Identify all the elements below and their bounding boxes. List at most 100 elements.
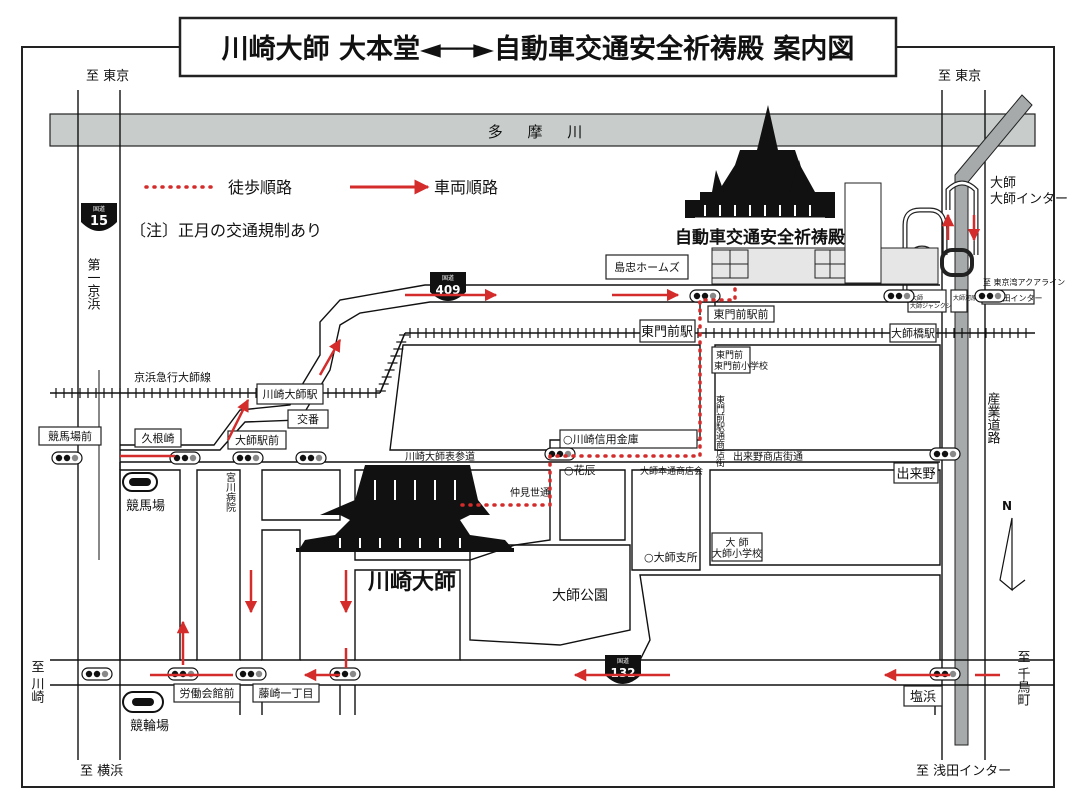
svg-text:15: 15 — [90, 214, 108, 229]
omotesando-label: 川崎大師表参道 — [405, 450, 475, 463]
int-keibajomae: 競馬場前 — [48, 429, 92, 443]
miyagawa-label: 宮川病院 — [224, 471, 236, 513]
walking-route — [460, 283, 737, 507]
svg-text:409: 409 — [435, 283, 460, 297]
daishi-shiten-label: ○大師支所 — [644, 550, 698, 564]
legend-note: 〔注〕正月の交通規制あり — [130, 221, 322, 240]
route-15-shield: 国道 15 — [81, 203, 117, 231]
sangyo-doro-label: 産業道路 — [985, 391, 1001, 444]
monzen-school-label: 東門前小学校 — [714, 360, 768, 372]
route-132-shield: 国道 132 — [605, 655, 641, 684]
traffic-signal — [81, 667, 113, 681]
railway-label: 京浜急行大師線 — [134, 370, 211, 384]
keirinjo-track — [122, 691, 164, 713]
north-compass: N — [999, 499, 1026, 592]
monzen-shotengai-label: 東門前駅通商店街 — [714, 394, 725, 468]
kitoden-label: 自動車交通安全祈祷殿 — [675, 227, 846, 248]
shimachu-box — [605, 254, 689, 280]
int-kuneyaki-box — [134, 428, 182, 448]
int-fujisaki: 藤崎一丁目 — [259, 686, 314, 700]
svg-text:国道: 国道 — [93, 205, 105, 213]
title-box — [178, 16, 898, 78]
daishi-kawara-label: 大師河原 — [953, 294, 977, 302]
legend: 徒歩順路 車両順路 〔注〕正月の交通規制あり — [130, 178, 498, 240]
vehicle-route — [120, 288, 1000, 682]
demachi-label: 出来野商店街通 — [733, 450, 803, 463]
shimachu-label: 島忠ホームズ — [614, 260, 680, 274]
keibajo-track — [122, 472, 158, 492]
traffic-signal — [883, 289, 915, 303]
daishi-ic-label: 大師インター — [990, 192, 1068, 207]
legend-walk: 徒歩順路 — [228, 178, 292, 197]
compass-n: N — [1002, 499, 1012, 513]
dir-kawasaki: 至 川崎 — [29, 660, 45, 704]
koban-box — [287, 409, 329, 429]
daishi-kawara-box — [950, 289, 968, 313]
int-rodokaikanmae: 労働会館前 — [180, 686, 235, 700]
dir-chidorimachi: 至 千鳥町 — [1015, 650, 1031, 707]
int-dekino: 出来野 — [896, 467, 935, 482]
int-daishiekimae: 大師駅前 — [235, 433, 279, 447]
daishi-school-box — [711, 532, 763, 562]
svg-text:132: 132 — [610, 666, 635, 680]
legend-car: 車両順路 — [434, 178, 498, 197]
hanatatsu-label: ○花辰 — [564, 464, 596, 477]
monzen-school-box — [711, 346, 751, 374]
daishi-logo-text: 川崎大師 — [367, 569, 456, 595]
tama-river — [49, 113, 1036, 147]
shinkin-label: ○川崎信用金庫 — [563, 432, 639, 446]
higashimonzen-station: 東門前駅 — [641, 324, 693, 340]
daishi-park-label: 大師公園 — [552, 588, 608, 604]
shinkin-box — [559, 429, 698, 449]
keibajo-label: 競馬場 — [126, 499, 165, 514]
map-title: 川崎大師 大本堂◄──►自動車交通安全祈祷殿 案内図 — [222, 33, 855, 65]
kawasakidaishi-station-box[interactable] — [256, 383, 324, 405]
daishi-junction-label: 大師ジャンクション — [910, 302, 964, 310]
traffic-signal — [232, 451, 264, 465]
dir-tokyo-right: 至 東京 — [938, 68, 981, 84]
int-dekino-box — [893, 462, 939, 484]
daishi-school-label-1: 大 師 — [725, 536, 748, 549]
monzen-school-label-1: 東門前 — [716, 349, 743, 361]
dir-asada: 至 浅田インター — [916, 764, 1011, 779]
daishi-ic-label-1: 大師 — [990, 176, 1016, 191]
int-kuneyaki: 久根崎 — [142, 431, 175, 445]
int-shiohama-box — [903, 685, 943, 707]
nakamise-label: 仲見世通 — [510, 486, 550, 499]
daishibashi-station-box[interactable] — [889, 323, 937, 343]
int-shiohama: 塩浜 — [910, 690, 936, 705]
daishi-junction-label-1: 大師 — [911, 294, 923, 302]
svg-text:国道: 国道 — [442, 274, 454, 282]
int-keibajomae-box — [38, 426, 102, 446]
int-fujisaki-box — [252, 683, 320, 703]
dir-tokyo-left: 至 東京 — [86, 68, 129, 84]
kawasakidaishi-station: 川崎大師駅 — [263, 387, 318, 401]
svg-text:国道: 国道 — [617, 657, 629, 665]
haneda-ic-label: 至 羽田インター — [984, 294, 1043, 303]
daishi-school-label: 大師小学校 — [712, 547, 762, 560]
traffic-signal — [51, 451, 83, 465]
traffic-signal — [929, 447, 961, 461]
int-higashimonzenekimae: 東門前駅前 — [714, 307, 769, 321]
keirinjo-track-inner — [132, 698, 154, 706]
river-label: 多 摩 川 — [488, 123, 593, 141]
traffic-signal — [295, 451, 327, 465]
int-rodokaikanmae-box — [173, 683, 241, 703]
map-frame — [21, 46, 1055, 788]
kitoden-building — [685, 105, 939, 285]
dir-yokohama: 至 横浜 — [80, 764, 123, 779]
koban-label: 交番 — [297, 412, 319, 426]
keirinjo-label: 競輪場 — [130, 718, 169, 734]
int-higashimonzenekimae-box — [707, 305, 775, 323]
daishibashi-station: 大師橋駅 — [891, 326, 935, 340]
higashimonzen-station-box[interactable] — [639, 319, 696, 343]
hondori-label: 大師本通商店会 — [640, 465, 703, 477]
traffic-signal — [974, 289, 1006, 303]
traffic-signal — [169, 451, 201, 465]
traffic-signals — [51, 289, 1006, 681]
aqualine-label: 至 東京湾アクアライン — [983, 277, 1065, 287]
traffic-signal — [235, 667, 267, 681]
daiichi-keihin-label: 第一京浜 — [85, 258, 101, 310]
daishi-main-hall — [296, 465, 514, 552]
